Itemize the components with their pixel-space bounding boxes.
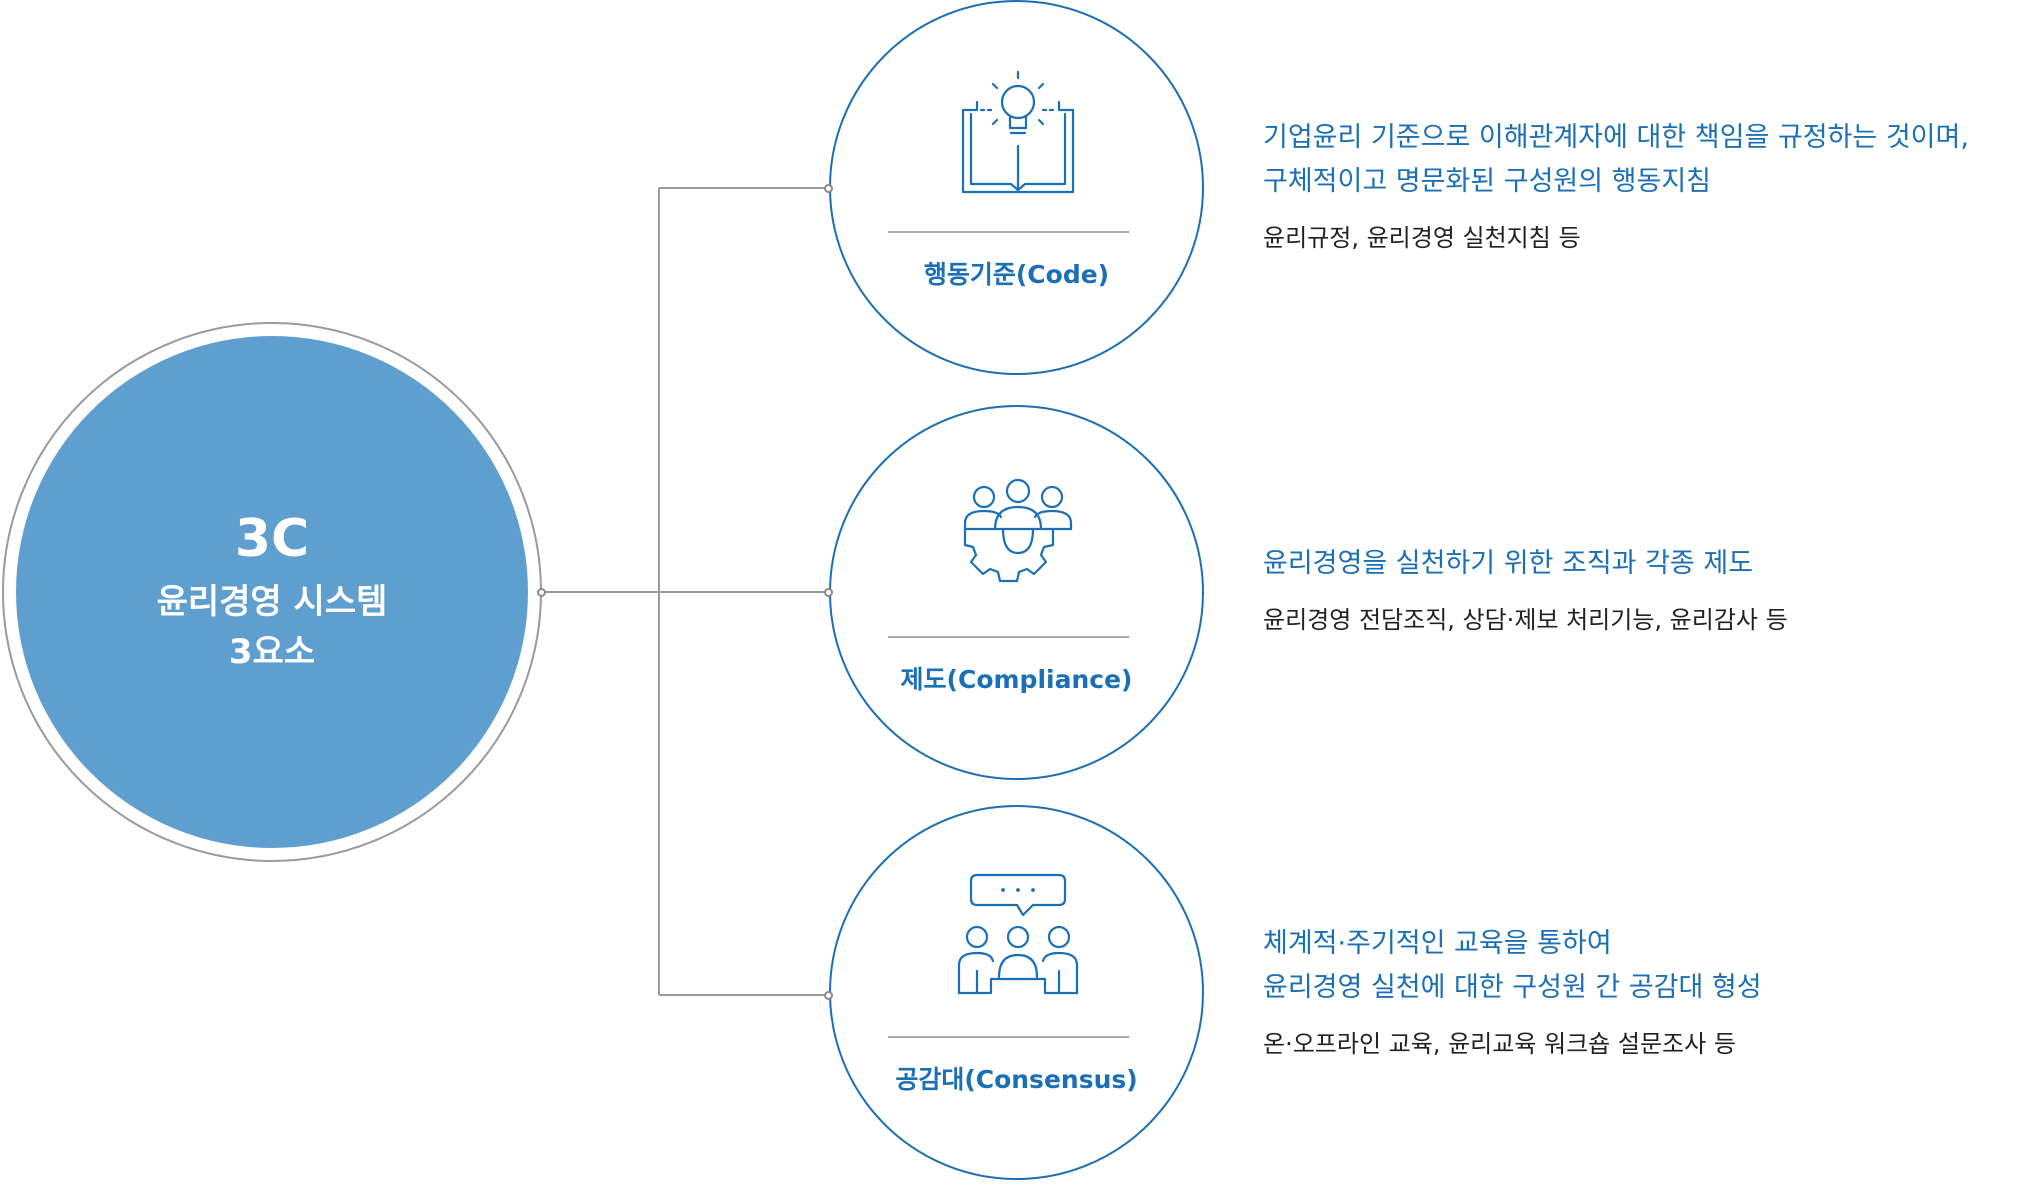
people-gear-icon <box>943 467 1093 607</box>
item-divider <box>888 1036 1129 1038</box>
connector-dot-center <box>537 588 546 597</box>
item-divider <box>888 231 1129 233</box>
description-main-line1: 체계적·주기적인 교육을 통하여 <box>1263 928 1612 959</box>
connector-dot-code <box>824 184 833 193</box>
item-label-compliance: 제도(Compliance) <box>900 665 1133 694</box>
item-label-code: 행동기준(Code) <box>923 260 1110 289</box>
description-compliance: 윤리경영을 실천하기 위한 조직과 각종 제도 윤리경영 전담조직, 상담·제보… <box>1263 542 2023 638</box>
description-example: 윤리규정, 윤리경영 실천지침 등 <box>1263 224 1581 252</box>
item-label-consensus: 공감대(Consensus) <box>895 1065 1138 1094</box>
center-subtitle-line1: 윤리경영 시스템 <box>156 582 388 622</box>
description-consensus: 체계적·주기적인 교육을 통하여 윤리경영 실천에 대한 구성원 간 공감대 형… <box>1263 922 2023 1062</box>
center-subtitle-line2: 3요소 <box>228 632 316 672</box>
item-divider <box>888 636 1129 638</box>
description-main-line1: 윤리경영을 실천하기 위한 조직과 각종 제도 <box>1263 548 1754 579</box>
description-main-line2: 구체적이고 명문화된 구성원의 행동지침 <box>1263 166 1712 197</box>
description-example: 온·오프라인 교육, 윤리교육 워크숍 설문조사 등 <box>1263 1030 1736 1058</box>
description-main-line2: 윤리경영 실천에 대한 구성원 간 공감대 형성 <box>1263 972 1762 1003</box>
description-main-line1: 기업윤리 기준으로 이해관계자에 대한 책임을 규정하는 것이며, <box>1263 122 1969 153</box>
center-title: 3C <box>234 509 310 569</box>
description-code: 기업윤리 기준으로 이해관계자에 대한 책임을 규정하는 것이며, 구체적이고 … <box>1263 116 2023 256</box>
item-circle-code: 행동기준(Code) <box>829 0 1204 375</box>
book-lightbulb-icon <box>943 62 1093 202</box>
item-circle-compliance: 제도(Compliance) <box>829 405 1204 780</box>
description-example: 윤리경영 전담조직, 상담·제보 처리기능, 윤리감사 등 <box>1263 606 1788 634</box>
connector-dot-compliance <box>824 588 833 597</box>
people-speech-icon <box>943 867 1093 1007</box>
item-circle-consensus: 공감대(Consensus) <box>829 805 1204 1180</box>
center-circle: 3C 윤리경영 시스템 3요소 <box>16 336 528 848</box>
connector-dot-consensus <box>824 991 833 1000</box>
